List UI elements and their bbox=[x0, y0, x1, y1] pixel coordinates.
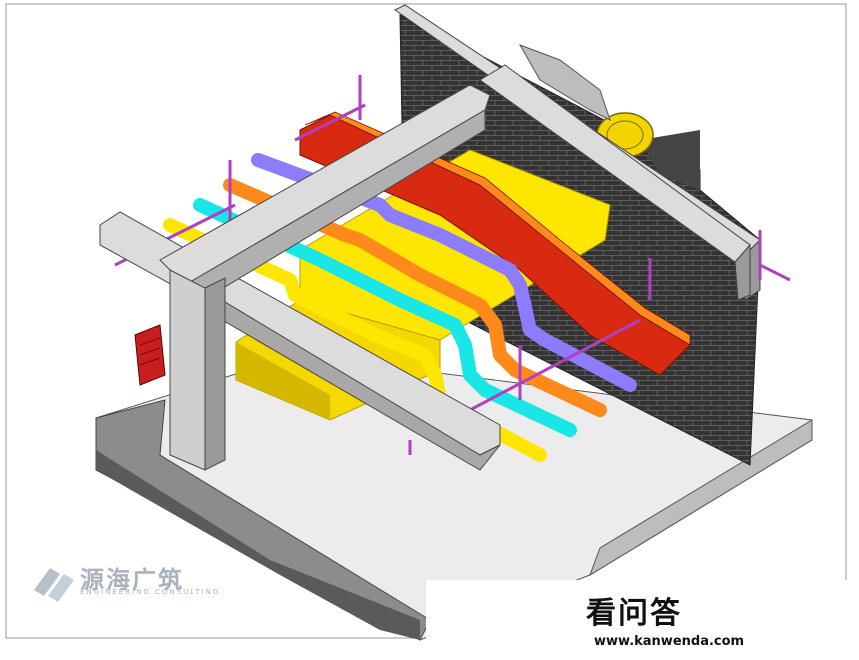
site-badge-url: www.kanwenda.com bbox=[594, 634, 745, 649]
watermark: 源海广筑 ENGINEERING CONSULTING bbox=[30, 556, 230, 602]
blue-pipe bbox=[251, 153, 637, 392]
watermark-logo-mark bbox=[34, 568, 74, 602]
red-panel bbox=[134, 324, 166, 386]
cyan-pipe bbox=[193, 198, 577, 437]
site-badge-name: 看问答 bbox=[586, 596, 682, 631]
site-badge: 看问答 www.kanwenda.com bbox=[426, 580, 859, 660]
orange-pipe bbox=[223, 178, 607, 417]
watermark-cn: 源海广筑 bbox=[80, 566, 184, 594]
floor-slab bbox=[95, 354, 813, 641]
concrete-beams bbox=[99, 64, 751, 471]
watermark-en: ENGINEERING CONSULTING bbox=[80, 588, 221, 596]
